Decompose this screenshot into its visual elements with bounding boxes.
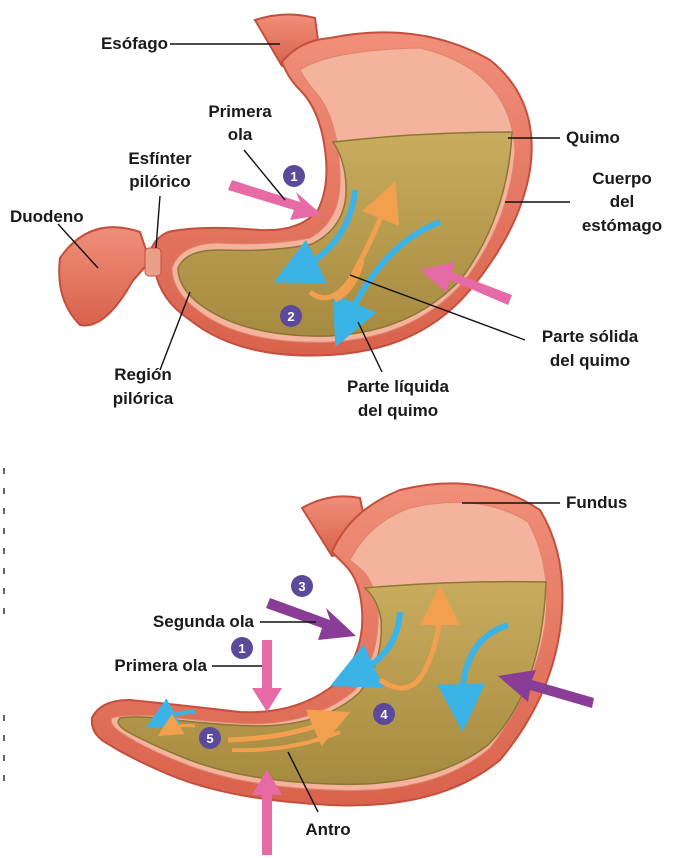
label-cuerpo-1: Cuerpo [592, 169, 652, 188]
label-region-pilorica-2: pilórica [113, 389, 174, 408]
svg-text:5: 5 [206, 731, 213, 746]
label-segunda-ola: Segunda ola [153, 612, 255, 631]
svg-text:3: 3 [298, 579, 305, 594]
pyloric-sphincter [145, 248, 161, 276]
label-parte-solida-1: Parte sólida [542, 327, 639, 346]
step-badge-5: 5 [199, 727, 221, 749]
step-badge-2-top: 2 [280, 305, 302, 327]
duodenum [59, 227, 150, 325]
label-esfinter-1: Esfínter [128, 149, 192, 168]
label-parte-liquida-2: del quimo [358, 401, 438, 420]
label-parte-solida-2: del quimo [550, 351, 630, 370]
step-badge-4: 4 [373, 703, 395, 725]
page-edge-marks [3, 468, 5, 781]
label-primera-ola-top-2: ola [228, 125, 253, 144]
step-badge-1-top: 1 [283, 165, 305, 187]
label-esofago: Esófago [101, 34, 168, 53]
bottom-stomach: 3 1 4 5 Fundus Segunda ola Primera ola A… [92, 483, 628, 855]
label-primera-ola-top-1: Primera [208, 102, 272, 121]
svg-text:1: 1 [290, 169, 297, 184]
step-badge-1-bottom: 1 [231, 637, 253, 659]
label-region-pilorica-1: Región [114, 365, 172, 384]
label-cuerpo-3: estómago [582, 216, 662, 235]
label-quimo: Quimo [566, 128, 620, 147]
label-duodeno: Duodeno [10, 207, 84, 226]
label-fundus: Fundus [566, 493, 627, 512]
svg-text:4: 4 [380, 707, 388, 722]
label-antro: Antro [305, 820, 350, 839]
top-stomach: 1 2 Esófago Primera ola Esfínter pilóric… [10, 14, 662, 420]
wave-arrow-segunda [266, 598, 356, 640]
wave-arrow-top-1 [228, 180, 322, 220]
step-badge-3: 3 [291, 575, 313, 597]
label-esfinter-2: pilórico [129, 172, 190, 191]
label-primera-ola-bottom: Primera ola [114, 656, 207, 675]
label-cuerpo-2: del [610, 192, 635, 211]
label-parte-liquida-1: Parte líquida [347, 377, 450, 396]
svg-text:2: 2 [287, 309, 294, 324]
svg-text:1: 1 [238, 641, 245, 656]
wave-arrow-primera-bottom [252, 640, 282, 712]
